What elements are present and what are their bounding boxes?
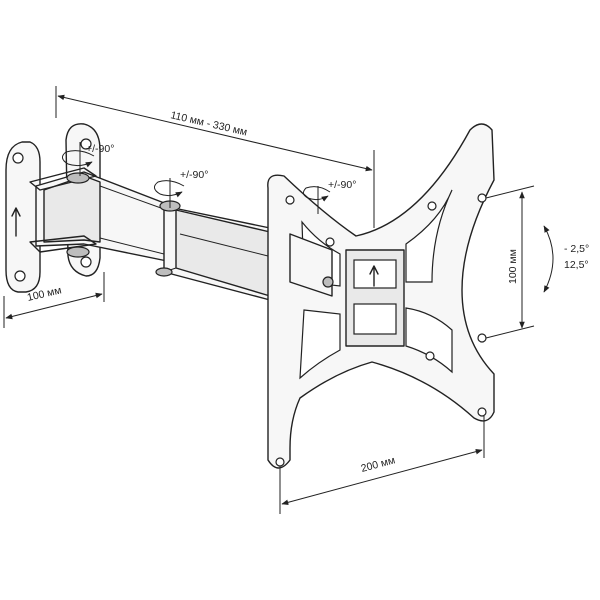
rotation-wall-swivel: +/-90° (62, 142, 114, 176)
arm-extension-label: 110 мм - 330 мм (169, 109, 248, 138)
wall-swivel-label: +/-90° (86, 143, 114, 155)
tilt-up-label: - 2,5° (564, 243, 589, 255)
vesa-width-label: 200 мм (360, 454, 397, 475)
vesa-head-plate (267, 123, 495, 469)
tilt-down-label: 12,5° (564, 259, 589, 271)
middle-swivel-label: +/-90° (180, 169, 208, 181)
head-swivel-label: +/-90° (328, 179, 356, 191)
vesa-height-label: 100 мм (507, 249, 519, 284)
rotation-head-swivel: +/-90° (302, 179, 356, 214)
arm-segment-first (29, 167, 173, 263)
rotation-middle-swivel: +/-90° (154, 169, 208, 208)
dimension-vesa-width: 200 мм (279, 416, 485, 514)
dimension-vesa-height: 100 мм (485, 185, 535, 339)
rotation-tilt: - 2,5° 12,5° (543, 225, 589, 293)
